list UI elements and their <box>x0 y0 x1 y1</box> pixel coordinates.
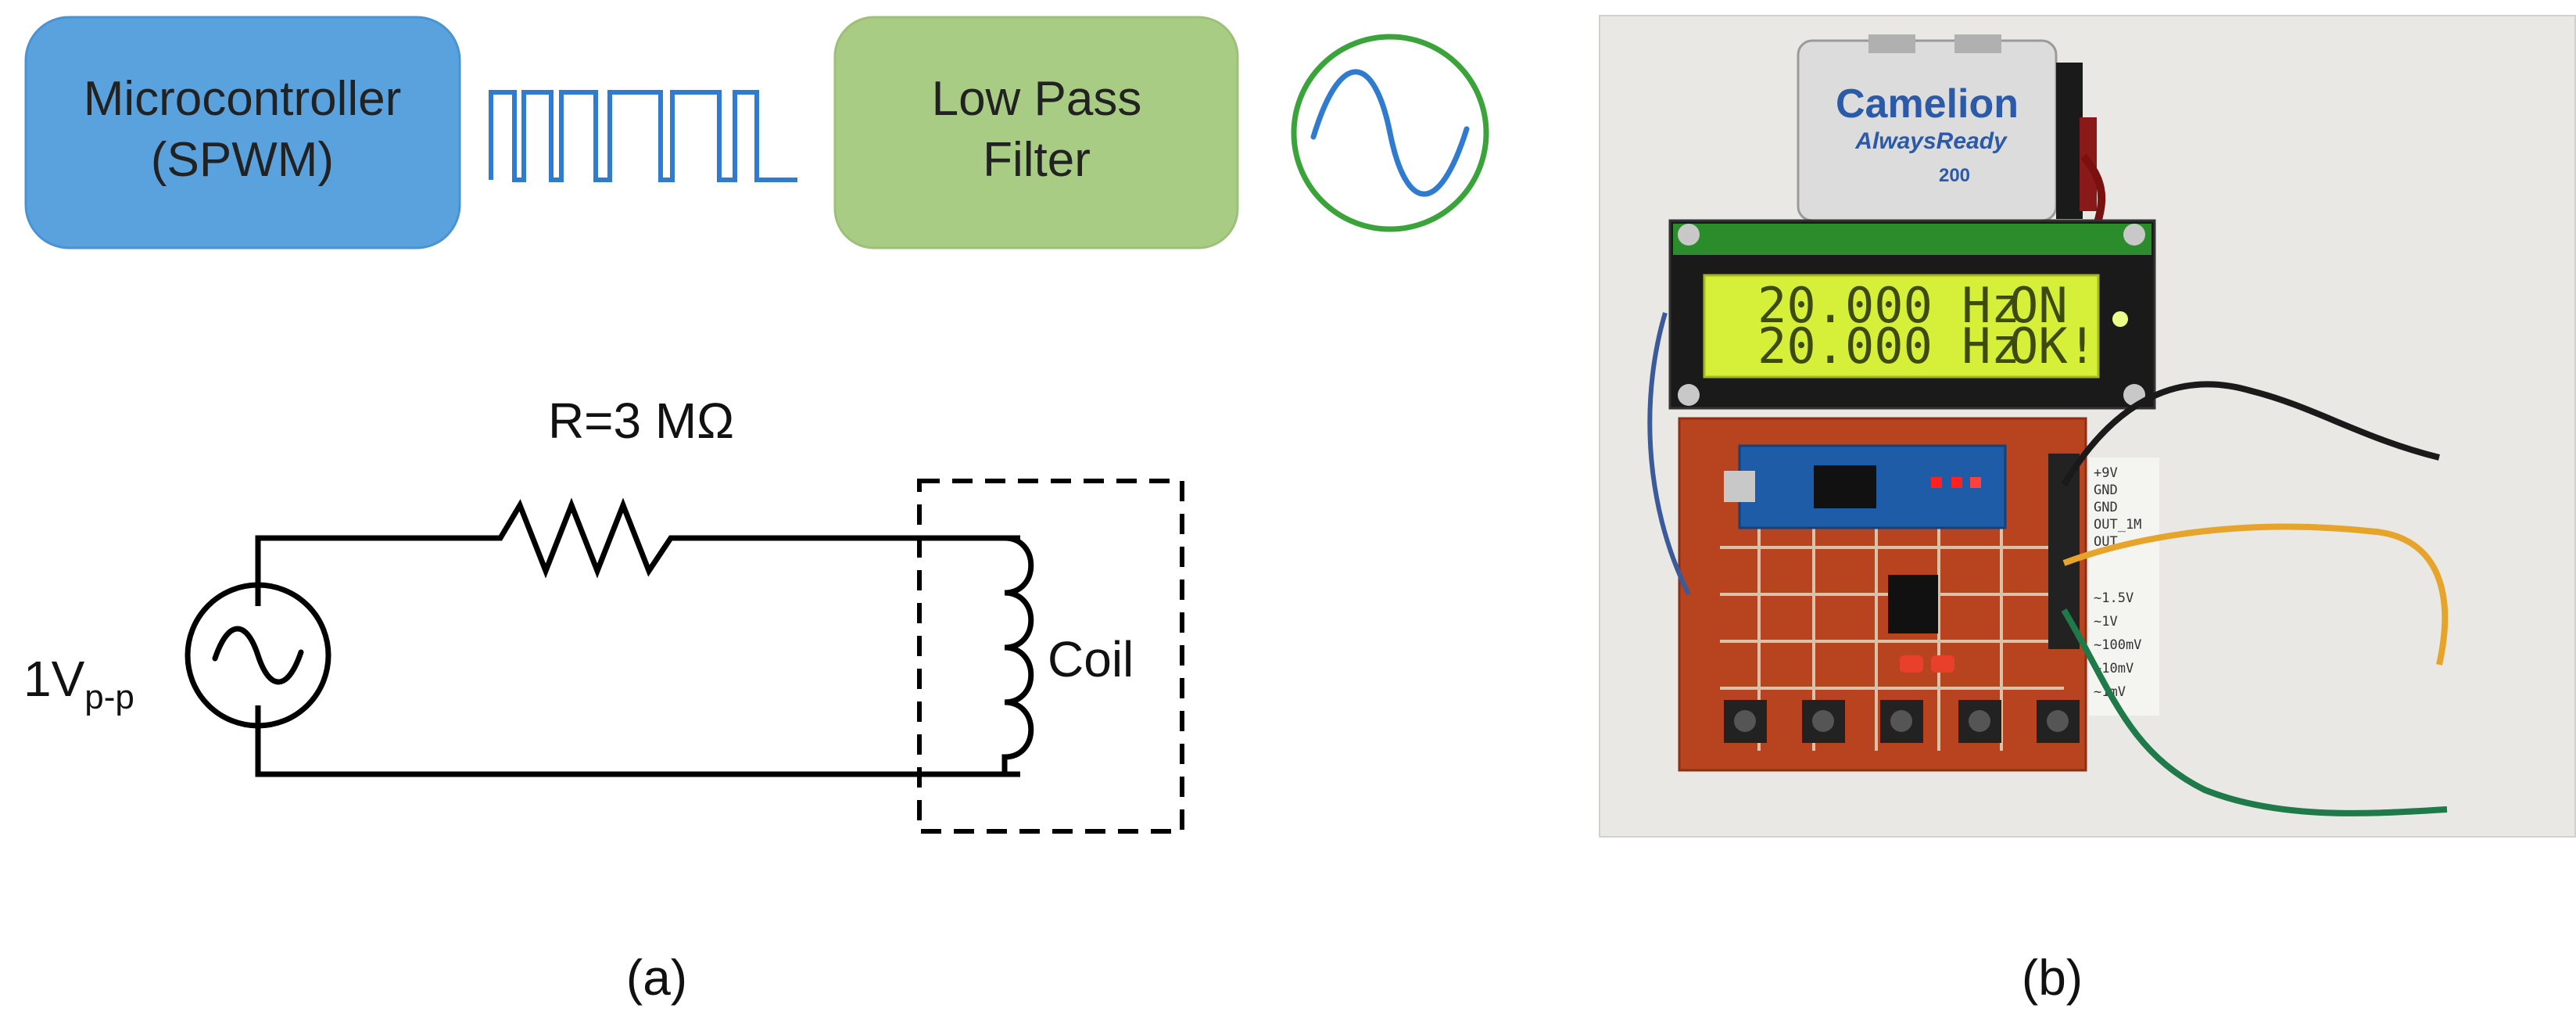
pin-label: ~1.5V <box>2094 590 2134 606</box>
microcontroller-label-line2: (SPWM) <box>151 133 334 187</box>
pin-label: ~100mV <box>2094 637 2141 653</box>
caption-b: (b) <box>2022 949 2083 1006</box>
resistor-label: R=3 MΩ <box>548 393 734 449</box>
lcd-line2-freq: 20.000 Hz <box>1757 318 2020 375</box>
battery-sub: AlwaysReady <box>1854 128 2008 154</box>
blue-wire <box>1647 312 1691 596</box>
pwm-wave-icon <box>489 90 797 182</box>
coil-enclosure <box>917 479 1184 834</box>
pin-label: OUT_1M <box>2094 517 2141 533</box>
pin-header: +9V GND GND OUT_1M OUT ~1.5V ~1V ~100mV … <box>2048 454 2159 716</box>
microcontroller-block: Microcontroller (SPWM) <box>24 16 461 249</box>
panel-b: Camelion AlwaysReady 200 20.000 Hz ON 20… <box>1599 15 2576 1006</box>
caption-a: (a) <box>626 949 687 1006</box>
ac-source-icon <box>185 582 331 729</box>
source-label-sub: p-p <box>84 678 134 716</box>
ic-chip-icon <box>1888 575 1938 633</box>
green-wire <box>2061 608 2448 816</box>
pin-label: ~1V <box>2094 614 2118 630</box>
source-label-main: 1V <box>23 651 85 707</box>
source-label: 1Vp-p <box>23 651 134 716</box>
pin-label: +9V <box>2094 465 2118 481</box>
pin-label: GND <box>2094 483 2118 498</box>
arduino-nano-icon <box>1724 444 2007 529</box>
low-pass-filter-block: Low Pass Filter <box>833 16 1239 249</box>
lcd-line2-status: OK! <box>2009 318 2097 375</box>
black-wire <box>2061 381 2440 487</box>
pin-label: GND <box>2094 500 2118 515</box>
battery-brand: Camelion <box>1836 81 2019 127</box>
panel-a: Microcontroller (SPWM) Low Pass Filter <box>23 16 1489 1006</box>
microcontroller-label-line1: Microcontroller <box>84 72 402 126</box>
lcd-screen <box>1703 274 2100 379</box>
sine-wave-icon <box>1291 34 1489 232</box>
battery-code: 200 <box>1939 165 1970 186</box>
coil-label: Coil <box>1048 631 1134 687</box>
lcd-module: 20.000 Hz ON 20.000 Hz OK! <box>1668 219 2156 410</box>
pin-label: ~10mV <box>2094 661 2134 676</box>
yellow-wire <box>2062 523 2449 666</box>
circuit-schematic <box>185 479 1184 834</box>
lcd-line1-freq: 20.000 Hz <box>1757 277 2020 334</box>
coil-icon <box>966 535 1034 777</box>
lcd-line1-status: ON <box>2009 277 2068 334</box>
filter-label-line1: Low Pass <box>932 72 1142 126</box>
battery-icon: Camelion AlwaysReady 200 <box>1797 34 2097 222</box>
filter-label-line2: Filter <box>983 133 1091 187</box>
pushbuttons <box>1724 700 2080 743</box>
